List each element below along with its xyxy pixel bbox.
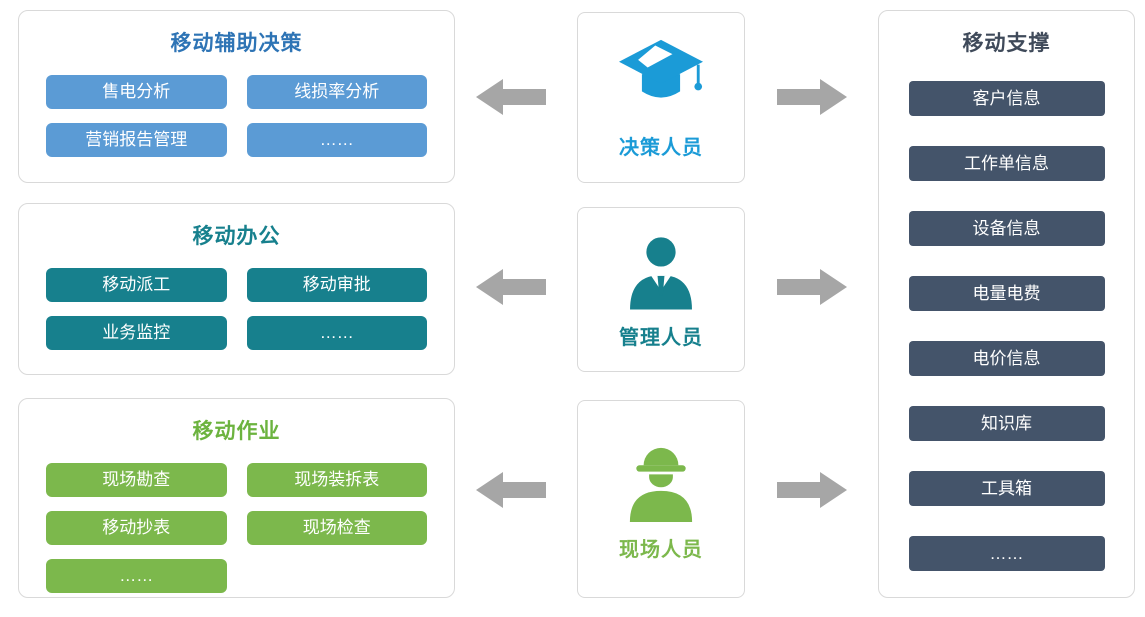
card-title: 移动辅助决策 bbox=[170, 32, 303, 55]
support-chip: 工具箱 bbox=[908, 471, 1105, 506]
feature-chip-ellipsis: …… bbox=[246, 316, 427, 350]
card-title: 移动作业 bbox=[192, 420, 281, 443]
feature-chip: 现场装拆表 bbox=[246, 463, 427, 497]
feature-chip-ellipsis: …… bbox=[246, 123, 427, 157]
card-mobile-decision-support: 移动辅助决策 售电分析 线损率分析 营销报告管理 …… bbox=[18, 10, 455, 183]
support-chip: 客户信息 bbox=[908, 81, 1105, 116]
role-box-field-staff: 现场人员 bbox=[577, 400, 745, 598]
manager-person-icon bbox=[618, 230, 704, 315]
feature-chip: 售电分析 bbox=[46, 75, 227, 109]
support-chip: 知识库 bbox=[908, 406, 1105, 441]
support-chip-ellipsis: …… bbox=[908, 536, 1105, 571]
feature-chip: 移动审批 bbox=[246, 268, 427, 302]
feature-chip-ellipsis: …… bbox=[46, 559, 227, 593]
card-mobile-office: 移动办公 移动派工 移动审批 业务监控 …… bbox=[18, 203, 455, 375]
role-label: 现场人员 bbox=[619, 539, 703, 561]
card-mobile-operations: 移动作业 现场勘查 现场装拆表 移动抄表 现场检查 …… bbox=[18, 398, 455, 598]
feature-grid: 移动派工 移动审批 业务监控 …… bbox=[19, 268, 454, 350]
arrow-right-icon bbox=[777, 269, 847, 305]
card-mobile-support: 移动支撑 客户信息 工作单信息 设备信息 电量电费 电价信息 知识库 工具箱 …… bbox=[878, 10, 1135, 598]
feature-chip: 营销报告管理 bbox=[46, 123, 227, 157]
support-chip: 设备信息 bbox=[908, 211, 1105, 246]
feature-chip: 现场检查 bbox=[246, 511, 427, 545]
arrow-right-icon bbox=[777, 472, 847, 508]
card-title: 移动办公 bbox=[192, 225, 281, 248]
role-box-decision-staff: 决策人员 bbox=[577, 12, 745, 183]
support-chip: 工作单信息 bbox=[908, 146, 1105, 181]
arrow-left-icon bbox=[476, 79, 546, 115]
role-box-management-staff: 管理人员 bbox=[577, 207, 745, 372]
arrow-left-icon bbox=[476, 269, 546, 305]
support-chip: 电量电费 bbox=[908, 276, 1105, 311]
feature-chip: 移动派工 bbox=[46, 268, 227, 302]
role-label: 决策人员 bbox=[619, 136, 703, 159]
feature-chip: 业务监控 bbox=[46, 316, 227, 350]
field-worker-icon bbox=[615, 436, 707, 527]
feature-chip: 移动抄表 bbox=[46, 511, 227, 545]
arrow-left-icon bbox=[476, 472, 546, 508]
feature-grid: 现场勘查 现场装拆表 移动抄表 现场检查 …… bbox=[19, 463, 454, 593]
feature-grid: 售电分析 线损率分析 营销报告管理 …… bbox=[19, 75, 454, 157]
support-chip: 电价信息 bbox=[908, 341, 1105, 376]
graduation-cap-icon bbox=[613, 36, 709, 125]
role-label: 管理人员 bbox=[619, 326, 703, 349]
feature-chip: 线损率分析 bbox=[246, 75, 427, 109]
feature-chip: 现场勘查 bbox=[46, 463, 227, 497]
card-title: 移动支撑 bbox=[962, 32, 1051, 55]
arrow-right-icon bbox=[777, 79, 847, 115]
support-list: 客户信息 工作单信息 设备信息 电量电费 电价信息 知识库 工具箱 …… bbox=[879, 81, 1134, 571]
